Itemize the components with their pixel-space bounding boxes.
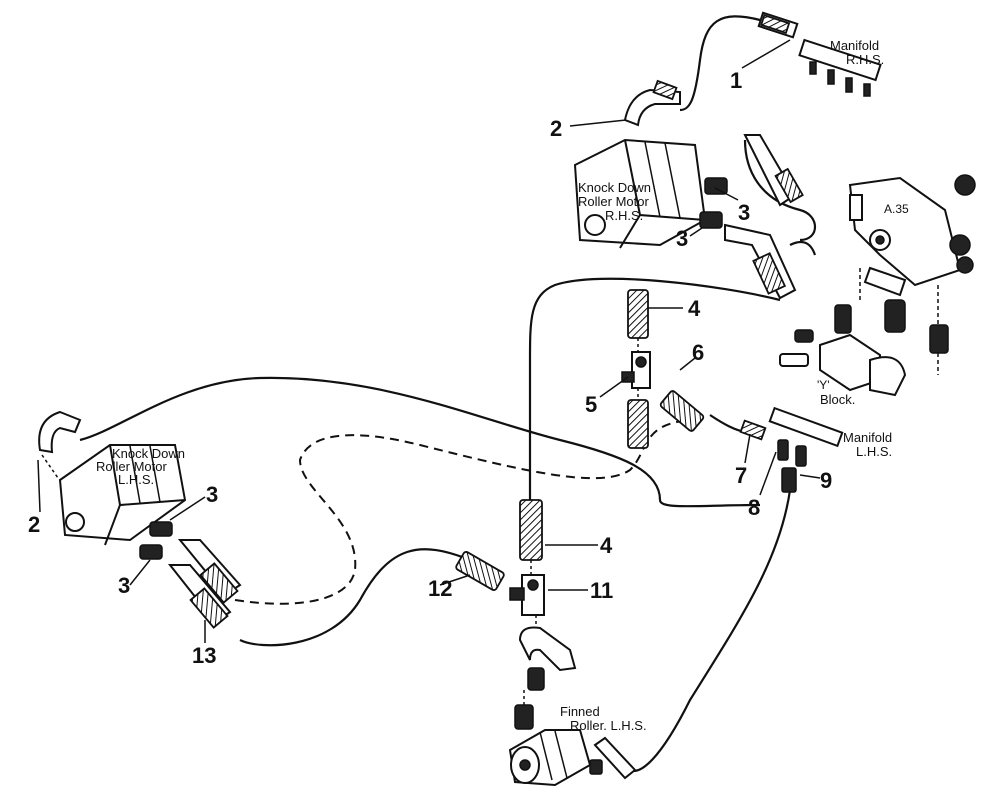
callout-4-lower: 4 [600, 533, 613, 558]
a35-label: A.35 [884, 202, 909, 216]
leader-lines [37, 39, 821, 643]
finned-roller-motor: Finned Roller. L.H.S. [508, 690, 647, 787]
motor-rhs-label-1: Knock Down [578, 180, 651, 195]
motor-lhs-label-2: Roller Motor [96, 459, 167, 474]
manifold-lhs-side: L.H.S. [856, 444, 892, 459]
tee-fitting-upper [621, 289, 705, 449]
elbow-fitting-upper [623, 79, 681, 127]
callout-7: 7 [735, 463, 747, 488]
y-block: 'Y' Block. [779, 268, 907, 407]
callout-5: 5 [585, 392, 597, 417]
motor-rhs-label-3: R.H.S. [605, 208, 643, 223]
callout-8: 8 [748, 495, 760, 520]
callout-3-upper-b: 3 [676, 226, 688, 251]
callout-1: 1 [730, 68, 742, 93]
manifold-rhs: Manifold R.H.S. [757, 11, 884, 97]
tee-fitting-lower [455, 499, 577, 691]
motor-lhs-label-1: Knock Down [112, 446, 185, 461]
callout-2-upper: 2 [550, 116, 562, 141]
finned-roller-label-1: Finned [560, 704, 600, 719]
finned-roller-label-2: Roller. L.H.S. [570, 718, 647, 733]
callout-9: 9 [820, 468, 832, 493]
callout-6: 6 [692, 340, 704, 365]
manifold-rhs-side: R.H.S. [846, 52, 884, 67]
callout-12: 12 [428, 576, 452, 601]
hose-lines [79, 15, 817, 772]
callout-11: 11 [590, 578, 613, 603]
callout-13: 13 [192, 643, 216, 668]
callout-3-upper-a: 3 [738, 200, 750, 225]
callout-4-upper: 4 [688, 296, 701, 321]
y-block-label-2: Block. [820, 392, 855, 407]
callout-3-lower-b: 3 [118, 573, 130, 598]
motor-lhs-label-3: L.H.S. [118, 472, 154, 487]
motor-rhs: Knock Down Roller Motor R.H.S. [573, 134, 804, 300]
valve-a35: A.35 [848, 174, 976, 375]
callout-3-lower-a: 3 [206, 482, 218, 507]
motor-lhs: Knock Down Roller Motor L.H.S. [38, 410, 242, 629]
motor-rhs-label-2: Roller Motor [578, 194, 649, 209]
y-block-label-1: 'Y' [817, 378, 830, 392]
callout-2-lower: 2 [28, 512, 40, 537]
manifold-lhs: Manifold L.H.S. [739, 406, 892, 493]
manifold-lhs-label: Manifold [843, 430, 892, 445]
callout-numbers: 1 2 3 3 4 5 6 7 8 9 2 3 3 4 12 11 13 [28, 68, 832, 668]
manifold-rhs-label: Manifold [830, 38, 879, 53]
